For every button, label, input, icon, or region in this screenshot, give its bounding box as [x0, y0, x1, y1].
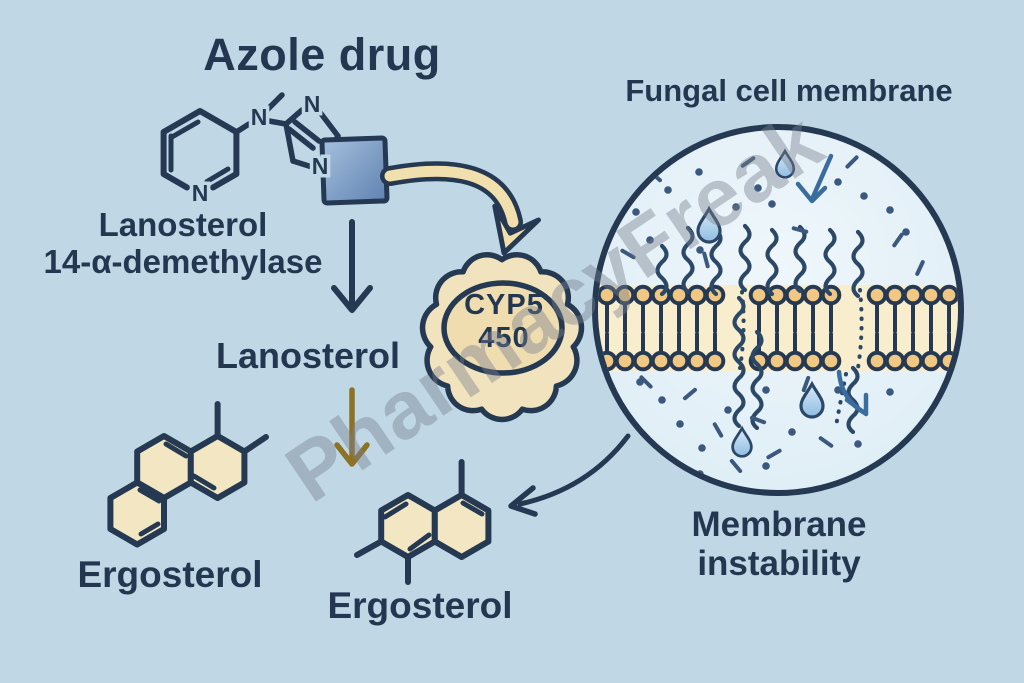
cyp450-line2: 450: [478, 322, 530, 355]
bridge-n-label: N: [251, 104, 268, 130]
pyridine-ring: [160, 108, 240, 191]
enzyme-name-line1: Lanosterol: [98, 206, 268, 243]
membrane-interior: [598, 149, 958, 478]
leaking-particles: [620, 155, 925, 478]
lipid-bilayer: [598, 284, 958, 372]
pyridine-double-bonds: [168, 119, 231, 184]
lanosterol-label: Lanosterol: [215, 335, 401, 376]
efflux-arrow-bottom: [836, 369, 869, 417]
pyridine-n-label: N: [192, 180, 209, 206]
ergosterol-mid-structure: [354, 459, 492, 585]
cyp450-label: CYP5 450: [464, 289, 544, 356]
arrowhead: [492, 203, 541, 256]
enzyme-core: [441, 280, 565, 376]
ergosterol-left-label: Ergosterol: [77, 554, 263, 595]
ergosterol-left-structure: [107, 401, 269, 548]
conversion-arrow: [334, 387, 370, 467]
ergosterol-mid-label: Ergosterol: [327, 585, 513, 626]
influx-arrow-top: [795, 153, 834, 204]
page-title: Azole drug: [203, 29, 441, 80]
gap-dotted-trails: [738, 288, 864, 428]
membrane-squiggles: [655, 223, 865, 435]
cyp450-line1: CYP5: [464, 289, 544, 321]
azole-structure: [160, 92, 341, 191]
membrane-title: Fungal cell membrane: [625, 73, 953, 108]
membrane-instability-label: Membrane instability: [691, 505, 866, 583]
imidazole-n3-label: N: [304, 91, 321, 117]
membrane-to-ergosterol-arrow: [508, 433, 631, 517]
membrane-circle-outline: [592, 124, 964, 496]
membrane-caption-line1: Membrane: [691, 505, 867, 544]
imidazole-n1-label: N: [312, 153, 329, 179]
cyp450-enzyme: [419, 252, 585, 423]
nitrogen-labels: N N N N: [188, 88, 332, 210]
enzyme-name-line2: 14-α-demethylase: [43, 242, 323, 280]
enzyme-name-label: Lanosterol 14-α-demethylase: [43, 206, 323, 281]
double-bonds: [137, 441, 217, 537]
inhibition-arrow: [331, 219, 373, 313]
drug-to-enzyme-arrow: [380, 161, 541, 256]
double-bonds: [382, 500, 485, 552]
membrane-caption-line2: instability: [697, 544, 861, 584]
azole-drug-square: [319, 135, 390, 206]
imidazole-ring: [233, 92, 341, 170]
